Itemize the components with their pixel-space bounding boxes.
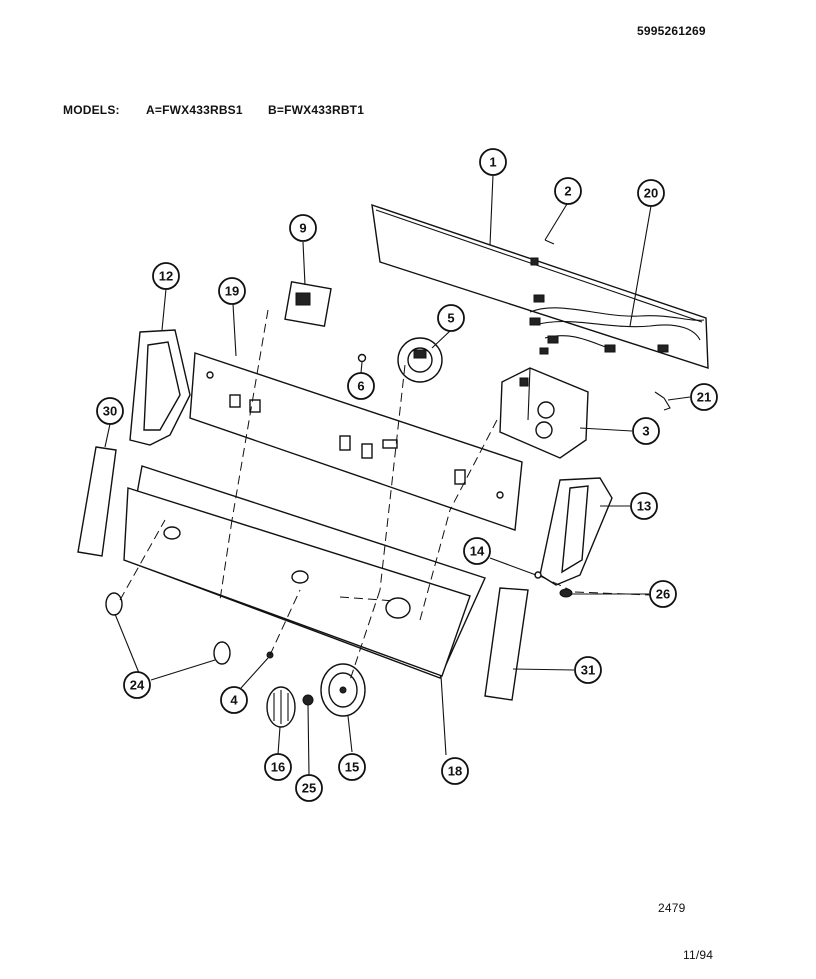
part-15-dial	[320, 663, 366, 717]
callout-19: 19	[218, 277, 246, 305]
svg-text:21: 21	[697, 390, 711, 405]
callout-1: 1	[479, 148, 507, 176]
svg-text:15: 15	[345, 760, 359, 775]
part-30-left-trim	[77, 446, 117, 557]
callout-31: 31	[574, 656, 602, 684]
models-label: MODELS:	[63, 103, 120, 117]
part-2-screw	[530, 239, 555, 266]
callout-25: 25	[295, 774, 323, 802]
part-6-screw	[357, 353, 367, 363]
part-13-right-end-cap	[539, 477, 613, 586]
part-26-clip	[559, 588, 573, 598]
document-number: 5995261269	[637, 24, 706, 38]
part-20-wire-harness	[529, 294, 705, 355]
part-21-clip	[654, 391, 671, 411]
part-31-right-trim	[484, 587, 529, 701]
callout-21: 21	[690, 383, 718, 411]
model-b: B=FWX433RBT1	[268, 103, 365, 117]
svg-text:19: 19	[225, 284, 239, 299]
svg-text:3: 3	[642, 424, 649, 439]
part-1-rear-cover	[371, 203, 709, 369]
part-5-selector	[397, 337, 443, 383]
svg-text:25: 25	[302, 781, 316, 796]
model-a: A=FWX433RBS1	[146, 103, 243, 117]
part-9-switch	[284, 281, 332, 327]
svg-text:16: 16	[271, 760, 285, 775]
callout-18: 18	[441, 757, 469, 785]
diagram-date: 11/94	[683, 948, 714, 962]
callout-9: 9	[289, 214, 317, 242]
svg-text:24: 24	[130, 678, 145, 693]
callout-30: 30	[96, 397, 124, 425]
part-19-panel-plate	[189, 352, 523, 531]
assembly-lines	[119, 309, 651, 681]
diagram-code: 2479	[658, 901, 686, 915]
callout-24: 24	[123, 671, 151, 699]
callout-26: 26	[649, 580, 677, 608]
callout-2: 2	[554, 177, 582, 205]
callout-5: 5	[437, 304, 465, 332]
svg-text:13: 13	[637, 499, 651, 514]
callout-15: 15	[338, 753, 366, 781]
callout-13: 13	[630, 492, 658, 520]
callout-20: 20	[637, 179, 665, 207]
svg-text:31: 31	[581, 663, 595, 678]
svg-text:26: 26	[656, 587, 670, 602]
svg-text:5: 5	[447, 311, 454, 326]
callout-6: 6	[347, 372, 375, 400]
svg-text:9: 9	[299, 221, 306, 236]
part-12-left-end-cap	[129, 329, 191, 446]
part-24-knob-center	[213, 641, 231, 665]
svg-text:1: 1	[489, 155, 496, 170]
leader-lines	[104, 174, 691, 776]
svg-text:6: 6	[357, 379, 364, 394]
svg-text:30: 30	[103, 404, 117, 419]
part-16-knob	[266, 686, 296, 728]
callout-3: 3	[632, 417, 660, 445]
part-24-knob-left	[105, 592, 123, 616]
callout-4: 4	[220, 686, 248, 714]
callout-14: 14	[463, 537, 491, 565]
part-25-washer	[302, 694, 314, 706]
part-18-console	[123, 465, 486, 756]
callout-16: 16	[264, 753, 292, 781]
svg-text:14: 14	[470, 544, 485, 559]
svg-text:18: 18	[448, 764, 462, 779]
part-3-timer	[499, 367, 589, 459]
svg-text:2: 2	[564, 184, 571, 199]
callout-12: 12	[152, 262, 180, 290]
svg-text:20: 20	[644, 186, 658, 201]
svg-text:4: 4	[230, 693, 238, 708]
svg-text:12: 12	[159, 269, 173, 284]
